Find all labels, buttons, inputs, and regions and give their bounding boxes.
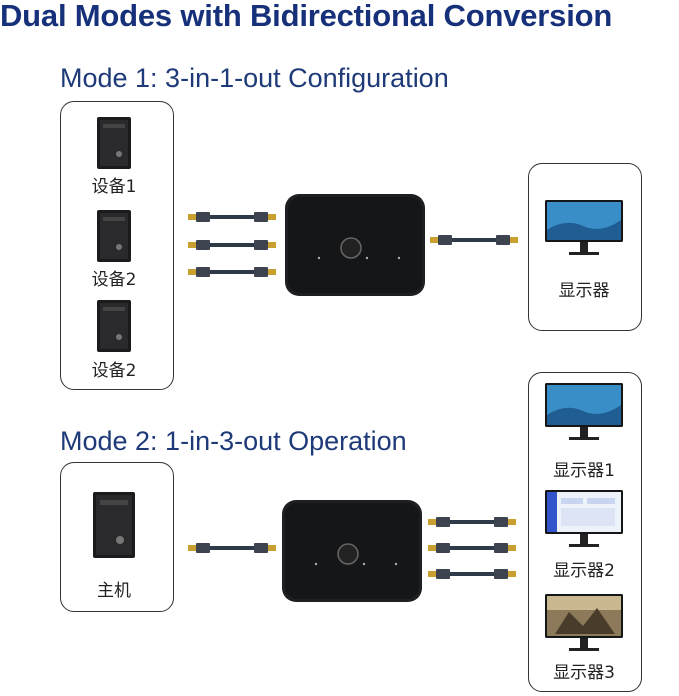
device-label-1: 设备1 bbox=[91, 177, 137, 197]
device-label-2: 设备2 bbox=[91, 270, 137, 290]
monitor-icon bbox=[545, 490, 623, 547]
monitor-label: 显示器 bbox=[558, 281, 610, 301]
hdmi-cable-icon bbox=[428, 517, 516, 527]
hdmi-cable-icon bbox=[188, 267, 276, 277]
hdmi-cable-icon bbox=[188, 240, 276, 250]
monitor-label-3: 显示器3 bbox=[553, 663, 615, 683]
pc-tower-icon bbox=[97, 117, 131, 169]
pc-tower-icon bbox=[97, 210, 131, 262]
hdmi-cable-icon bbox=[428, 543, 516, 553]
hdmi-cable-icon bbox=[430, 235, 518, 245]
device-label-3: 设备2 bbox=[91, 361, 137, 381]
hdmi-cable-icon bbox=[428, 569, 516, 579]
hdmi-cable-icon bbox=[188, 212, 276, 222]
monitor-label-1: 显示器1 bbox=[553, 461, 615, 481]
host-label: 主机 bbox=[97, 581, 131, 601]
mode2-title: Mode 2: 1-in-3-out Operation bbox=[60, 426, 407, 456]
hdmi-cable-icon bbox=[188, 543, 276, 553]
pc-tower-icon bbox=[93, 492, 135, 558]
monitor-label-2: 显示器2 bbox=[553, 561, 615, 581]
page-title: Dual Modes with Bidirectional Conversion bbox=[0, 0, 613, 33]
hdmi-switch-icon bbox=[282, 500, 422, 602]
mode1-title: Mode 1: 3-in-1-out Configuration bbox=[60, 63, 449, 93]
monitor-icon bbox=[545, 200, 623, 255]
monitor-icon bbox=[545, 383, 623, 440]
hdmi-switch-icon bbox=[285, 194, 425, 296]
monitor-icon bbox=[545, 594, 623, 651]
pc-tower-icon bbox=[97, 300, 131, 352]
